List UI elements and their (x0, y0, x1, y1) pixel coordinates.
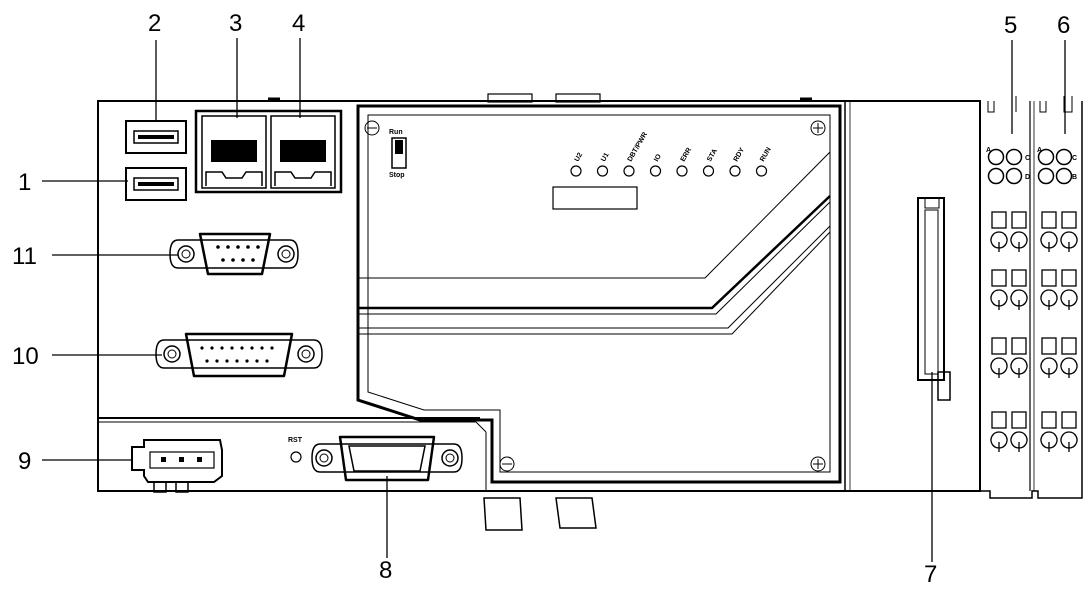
terminal-label-a1: A (986, 147, 991, 154)
spring-clamp[interactable] (990, 269, 1008, 310)
led-indicator (623, 165, 635, 177)
run-stop-switch[interactable]: Run Stop (389, 129, 407, 179)
terminal-contact (1005, 148, 1023, 166)
screw-top-right (810, 120, 826, 136)
switch-run-label: Run (389, 129, 403, 136)
callout-7: 7 (924, 561, 937, 584)
callout-2: 2 (148, 10, 161, 37)
terminal-label-b2: B (1072, 174, 1077, 181)
callout-numbers: 1 2 3 4 5 6 7 8 9 10 11 (12, 10, 1070, 588)
callout-5: 5 (1004, 12, 1017, 39)
led-sta: STA (702, 148, 719, 177)
spring-clamp[interactable] (990, 337, 1008, 378)
memory-card-slot[interactable] (917, 197, 951, 401)
reset-button[interactable]: RST (288, 437, 303, 463)
callout-3: 3 (229, 10, 242, 37)
spring-clamp[interactable] (1040, 211, 1058, 252)
spring-clamp[interactable] (1060, 411, 1078, 452)
callout-4: 4 (292, 10, 305, 37)
terminal-label-d1: D (1025, 174, 1030, 181)
screw-bottom-left (499, 456, 515, 472)
led-indicator (596, 165, 609, 177)
spring-clamp[interactable] (990, 211, 1008, 252)
terminal-contact (1055, 167, 1073, 185)
callout-11: 11 (12, 243, 37, 270)
led-rdy: RDY (729, 146, 747, 177)
led-label: ERR (680, 147, 693, 163)
front-cover (356, 104, 842, 484)
spring-clamp[interactable] (1060, 337, 1078, 378)
led-indicator (755, 165, 768, 177)
led-indicator (729, 165, 741, 177)
spring-clamp[interactable] (1010, 269, 1028, 310)
rst-label: RST (288, 437, 303, 444)
callout-leaders (42, 38, 1066, 562)
callout-8: 8 (379, 557, 392, 584)
db25-connector[interactable] (311, 435, 463, 482)
usb-port-bottom[interactable] (125, 167, 187, 201)
terminal-label-a2: A (1037, 147, 1042, 154)
led-indicator (676, 165, 688, 177)
terminal-contact (1005, 167, 1023, 185)
led-label: IO (653, 153, 663, 163)
switch-stop-label: Stop (389, 172, 405, 179)
callout-6: 6 (1057, 12, 1070, 39)
power-connector[interactable] (131, 439, 223, 493)
terminal-block-2 (1037, 148, 1078, 452)
led-dbt-pwr: DBT/PWR (623, 131, 649, 177)
spring-clamp[interactable] (990, 411, 1008, 452)
led-indicator (702, 165, 715, 177)
led-label: U2 (574, 152, 585, 163)
led-run: RUN (755, 146, 773, 177)
spring-clamp[interactable] (1040, 269, 1058, 310)
callout-9: 9 (18, 448, 31, 475)
db15-connector[interactable] (155, 332, 323, 378)
usb-port-top[interactable] (125, 120, 187, 154)
terminal-block-area: A C D A C B (979, 96, 1083, 499)
led-u2: U2 (570, 152, 585, 177)
led-label: STA (706, 148, 719, 163)
spring-clamp[interactable] (1010, 337, 1028, 378)
terminal-block-1 (987, 148, 1028, 452)
led-u1: U1 (596, 152, 611, 177)
led-label: U1 (600, 152, 611, 163)
spring-clamp[interactable] (1060, 269, 1078, 310)
screw-top-left (364, 120, 380, 136)
spring-clamp[interactable] (1010, 211, 1028, 252)
db9-serial-connector[interactable] (169, 232, 299, 276)
status-leds: U2 U1 DBT/PWR IO ERR STA RDY RUN (570, 131, 773, 177)
spring-clamp[interactable] (1040, 337, 1058, 378)
led-label: DBT/PWR (627, 131, 649, 163)
ethernet-port-1[interactable] (201, 115, 267, 189)
terminal-contact (1037, 167, 1055, 185)
led-err: ERR (676, 147, 693, 177)
led-label: RUN (759, 146, 773, 163)
ethernet-ports (194, 109, 343, 194)
ethernet-port-2[interactable] (270, 115, 336, 189)
led-indicator (570, 165, 582, 177)
callout-10: 10 (12, 343, 39, 370)
spring-clamp[interactable] (1010, 411, 1028, 452)
terminal-contact (1037, 148, 1055, 166)
terminal-clamps (987, 148, 1078, 452)
terminal-contact (987, 148, 1005, 166)
led-indicator (649, 165, 662, 177)
terminal-contact (987, 167, 1005, 185)
led-label: RDY (733, 146, 747, 163)
spring-clamp[interactable] (1060, 211, 1078, 252)
label-window (552, 186, 638, 210)
terminal-label-c1: C (1025, 155, 1030, 162)
callout-1: 1 (18, 169, 31, 196)
spring-clamp[interactable] (1040, 411, 1058, 452)
terminal-contact (1055, 148, 1073, 166)
led-io: IO (649, 153, 663, 177)
screw-bottom-right (810, 456, 826, 472)
terminal-label-c2: C (1072, 155, 1077, 162)
